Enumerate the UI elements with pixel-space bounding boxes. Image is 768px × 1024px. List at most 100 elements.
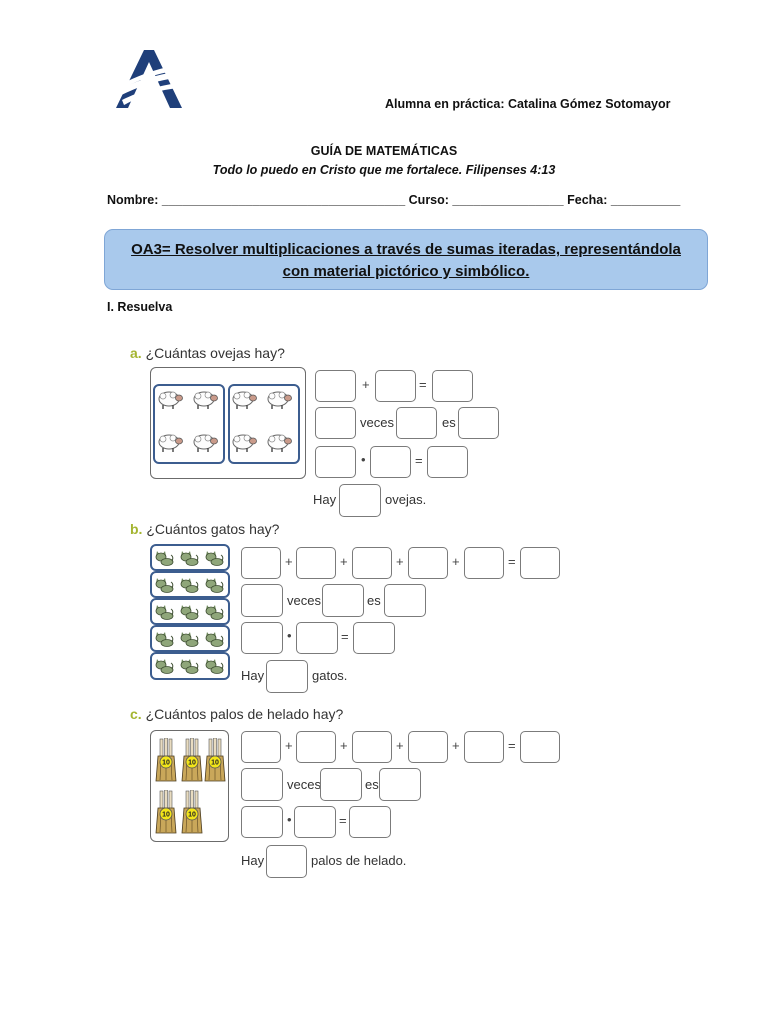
answer-box[interactable]	[520, 547, 560, 579]
question-b-text: ¿Cuántos gatos hay?	[146, 521, 280, 537]
answer-box[interactable]	[294, 806, 336, 838]
es-label: es	[367, 593, 381, 608]
answer-box[interactable]	[349, 806, 391, 838]
answer-box[interactable]	[266, 660, 308, 693]
answer-box[interactable]	[520, 731, 560, 763]
school-logo-icon	[114, 50, 182, 108]
cat-icon	[179, 630, 199, 653]
answer-box[interactable]	[296, 731, 336, 763]
cat-icon	[179, 576, 199, 599]
answer-box[interactable]	[296, 622, 338, 654]
plus-sign: +	[452, 554, 460, 569]
popsicle-bundle-icon: 10	[204, 737, 226, 787]
answer-box[interactable]	[384, 584, 426, 617]
answer-box[interactable]	[322, 584, 364, 617]
answer-box[interactable]	[408, 731, 448, 763]
times-sign: •	[287, 628, 292, 643]
cat-icon	[154, 630, 174, 653]
answer-box[interactable]	[296, 547, 336, 579]
answer-box[interactable]	[241, 547, 281, 579]
page-title: GUÍA DE MATEMÁTICAS	[310, 144, 458, 158]
answer-box[interactable]	[352, 547, 392, 579]
sheep-icon	[192, 390, 218, 415]
answer-box[interactable]	[320, 768, 362, 801]
cat-icon	[204, 576, 224, 599]
cat-icon	[154, 603, 174, 626]
answer-word: ovejas.	[385, 492, 427, 507]
cat-icon	[204, 657, 224, 680]
cats-group	[150, 652, 230, 680]
equals-sign: =	[508, 738, 516, 753]
plus-sign: +	[396, 738, 404, 753]
veces-label: veces	[287, 593, 321, 608]
answer-box[interactable]	[379, 768, 421, 801]
answer-box[interactable]	[375, 370, 416, 402]
answer-box[interactable]	[458, 407, 499, 439]
plus-sign: +	[452, 738, 460, 753]
answer-box[interactable]	[241, 622, 283, 654]
student-teacher-name: Alumna en práctica: Catalina Gómez Sotom…	[385, 97, 671, 111]
answer-word: palos de helado.	[311, 853, 407, 868]
objective-line-2: con material pictórico y simbólico.	[282, 263, 530, 280]
answer-box[interactable]	[339, 484, 381, 517]
answer-box[interactable]	[266, 845, 307, 878]
sheep-group	[228, 384, 300, 464]
objective-line-1: OA3= Resolver multiplicaciones a través …	[131, 241, 681, 258]
student-info-fields[interactable]: Nombre: ________________________________…	[107, 193, 681, 207]
popsicle-bundle-icon: 10	[181, 737, 203, 787]
answer-box[interactable]	[315, 407, 356, 439]
svg-text:10: 10	[162, 760, 170, 767]
cat-icon	[204, 549, 224, 572]
answer-box[interactable]	[464, 547, 504, 579]
sheep-picture	[150, 367, 306, 479]
answer-box[interactable]	[464, 731, 504, 763]
cat-icon	[154, 549, 174, 572]
answer-box[interactable]	[427, 446, 468, 478]
answer-box[interactable]	[396, 407, 437, 439]
cat-icon	[179, 603, 199, 626]
plus-sign: +	[340, 738, 348, 753]
plus-sign: +	[285, 554, 293, 569]
plus-sign: +	[285, 738, 293, 753]
equals-sign: =	[341, 629, 349, 644]
veces-label: veces	[360, 415, 394, 430]
section-title: I. Resuelva	[107, 300, 173, 314]
equals-sign: =	[508, 554, 516, 569]
question-a-title: a. ¿Cuántas ovejas hay?	[130, 345, 285, 361]
answer-box[interactable]	[408, 547, 448, 579]
plus-sign: +	[340, 554, 348, 569]
equals-sign: =	[415, 453, 423, 468]
cat-icon	[204, 603, 224, 626]
svg-text:10: 10	[162, 812, 170, 819]
bible-verse: Todo lo puedo en Cristo que me fortalece…	[212, 163, 556, 177]
cats-group	[150, 625, 230, 652]
question-c-letter: c.	[130, 706, 142, 722]
cat-icon	[179, 657, 199, 680]
answer-box[interactable]	[315, 370, 356, 402]
times-sign: •	[287, 812, 292, 827]
hay-label: Hay	[241, 668, 265, 683]
cat-icon	[154, 576, 174, 599]
svg-text:10: 10	[188, 760, 196, 767]
answer-box[interactable]	[370, 446, 411, 478]
equals-sign: =	[339, 813, 347, 828]
es-label: es	[442, 415, 456, 430]
learning-objective-box: OA3= Resolver multiplicaciones a través …	[104, 229, 708, 290]
plus-sign: +	[362, 377, 370, 392]
answer-box[interactable]	[432, 370, 473, 402]
answer-box[interactable]	[241, 768, 283, 801]
answer-box[interactable]	[353, 622, 395, 654]
sheep-icon	[192, 433, 218, 458]
answer-box[interactable]	[241, 584, 283, 617]
cats-group	[150, 544, 230, 571]
cat-icon	[179, 549, 199, 572]
popsicle-bundle-icon: 10	[155, 737, 177, 787]
sheep-icon	[157, 433, 183, 458]
answer-box[interactable]	[352, 731, 392, 763]
plus-sign: +	[396, 554, 404, 569]
answer-box[interactable]	[315, 446, 356, 478]
sheep-group	[153, 384, 225, 464]
answer-box[interactable]	[241, 731, 281, 763]
cats-group	[150, 571, 230, 598]
answer-box[interactable]	[241, 806, 283, 838]
